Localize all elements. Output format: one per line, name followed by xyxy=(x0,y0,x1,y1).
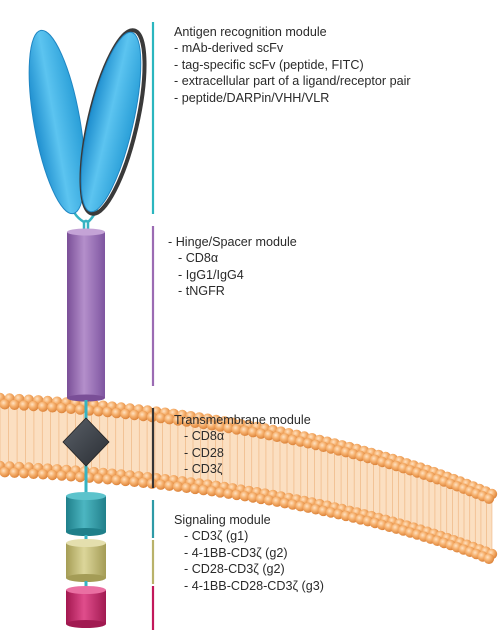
hinge-module-title: - Hinge/Spacer module xyxy=(168,234,297,250)
signaling-domain-cylinder-icon xyxy=(66,492,106,628)
lipid-head-bead xyxy=(57,470,67,480)
signaling-module-label: Signaling module - CD3ζ (g1) - 4-1BB-CD3… xyxy=(174,512,324,594)
lipid-head-bead xyxy=(111,475,121,485)
hinge-item: - IgG1/IgG4 xyxy=(168,267,297,283)
signaling-item: - CD3ζ (g1) xyxy=(174,528,324,544)
transmembrane-item: - CD8α xyxy=(174,428,311,444)
lipid-head-bead xyxy=(111,408,121,418)
lipid-head-bead xyxy=(129,477,139,487)
lipid-head-bead xyxy=(129,410,139,420)
lipid-head-bead xyxy=(38,402,48,412)
lipid-head-bead xyxy=(47,470,57,480)
transmembrane-module-label: Transmembrane module - CD8α - CD28 - CD3… xyxy=(174,412,311,478)
lipid-head-bead xyxy=(484,554,494,564)
hinge-item: - tNGFR xyxy=(168,283,297,299)
lipid-head-bead xyxy=(0,399,10,409)
antigen-module-title: Antigen recognition module xyxy=(174,24,411,40)
hinge-item: - CD8α xyxy=(168,250,297,266)
antigen-item: - peptide/DARPin/VHH/VLR xyxy=(174,90,411,106)
lipid-head-bead xyxy=(102,407,112,417)
antigen-item: - mAb-derived scFv xyxy=(174,40,411,56)
hinge-module-label: - Hinge/Spacer module - CD8α - IgG1/IgG4… xyxy=(168,234,297,300)
antigen-item: - extracellular part of a ligand/recepto… xyxy=(174,73,411,89)
lipid-head-bead xyxy=(9,400,19,410)
lipid-head-bead xyxy=(38,469,48,479)
lipid-head-bead xyxy=(75,404,85,414)
lipid-head-bead xyxy=(47,402,57,412)
lipid-head-bead xyxy=(0,467,10,477)
lipid-head-bead xyxy=(19,468,29,478)
lipid-head-bead xyxy=(28,401,38,411)
antigen-module-label: Antigen recognition module - mAb-derived… xyxy=(174,24,411,106)
lipid-head-bead xyxy=(19,400,29,410)
lipid-head-bead xyxy=(93,406,103,416)
scfv-antibody-icon xyxy=(18,25,157,232)
lipid-head-bead xyxy=(9,468,19,478)
lipid-head-bead xyxy=(102,474,112,484)
lipid-head-bead xyxy=(120,476,130,486)
transmembrane-module-title: Transmembrane module xyxy=(174,412,311,428)
hinge-cylinder-icon xyxy=(67,229,105,402)
signaling-item: - 4-1BB-CD3ζ (g2) xyxy=(174,545,324,561)
lipid-head-bead xyxy=(66,404,76,414)
transmembrane-item: - CD3ζ xyxy=(174,461,311,477)
lipid-head-bead xyxy=(66,471,76,481)
lipid-head-bead xyxy=(120,409,130,419)
antigen-item: - tag-specific scFv (peptide, FITC) xyxy=(174,57,411,73)
lipid-head-bead xyxy=(93,473,103,483)
signaling-module-title: Signaling module xyxy=(174,512,324,528)
signaling-item: - CD28-CD3ζ (g2) xyxy=(174,561,324,577)
lipid-head-bead xyxy=(484,494,494,504)
signaling-item: - 4-1BB-CD28-CD3ζ (g3) xyxy=(174,578,324,594)
lipid-head-bead xyxy=(28,469,38,479)
transmembrane-item: - CD28 xyxy=(174,445,311,461)
lipid-head-bead xyxy=(57,403,67,413)
lipid-head-bead xyxy=(75,472,85,482)
